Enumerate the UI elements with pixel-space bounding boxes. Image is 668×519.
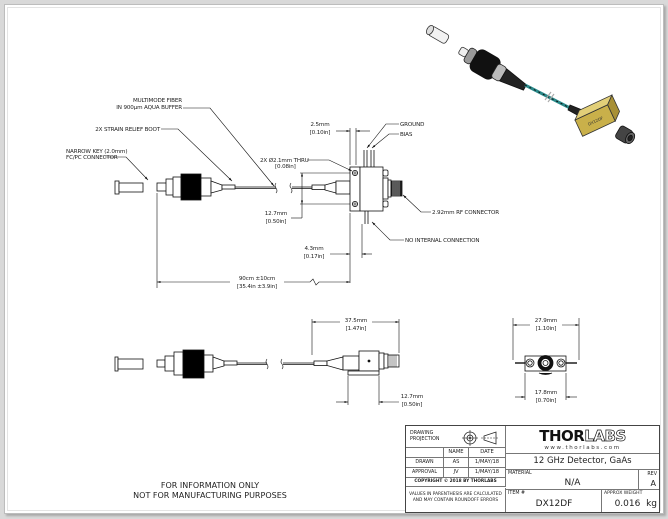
dim-width-in: [0.50in] <box>402 402 423 408</box>
approval-label: APPROVAL <box>406 468 444 478</box>
detector-body <box>311 150 403 224</box>
projection-symbol-icon <box>462 430 499 446</box>
dust-cap <box>114 180 144 195</box>
logo-outline: LABS <box>584 427 627 445</box>
values-note-1: VALUES IN PARENTHESIS ARE CALCULATED <box>409 492 502 497</box>
callout-labels: MULTIMODE FIBER IN 900µm AQUA BUFFER 2X … <box>66 98 499 244</box>
disclaimer-line-1: FOR INFORMATION ONLY <box>160 481 260 490</box>
thorlabs-logo: THORLABS <box>506 427 659 445</box>
dim-fiber-length-in: [35.4in ±3.9in] <box>237 284 277 290</box>
drawn-date: 1/MAY/18 <box>469 458 506 468</box>
dim-body-width-mm: 17.8mm <box>535 390 557 396</box>
dim-length-in: [1.47in] <box>346 326 367 332</box>
name-header: NAME <box>444 448 469 458</box>
no-internal-connection-label: NO INTERNAL CONNECTION <box>405 238 479 244</box>
thru-hole-label: 2X Ø2.1mm THRU <box>260 157 309 164</box>
ground-label: GROUND <box>400 122 424 128</box>
date-header: DATE <box>469 448 506 458</box>
values-note: VALUES IN PARENTHESIS ARE CALCULATED AND… <box>406 488 506 512</box>
rev-cell: REV A <box>639 470 659 490</box>
side-view <box>105 107 431 288</box>
logo-solid: THOR <box>539 427 585 445</box>
dim-length-mm: 37.5mm <box>345 318 367 324</box>
disclaimer-line-2: NOT FOR MANUFACTURING PURPOSES <box>133 490 287 500</box>
weight-label: APPROX WEIGHT <box>604 491 643 496</box>
front-view <box>512 318 580 400</box>
disclaimer: FOR INFORMATION ONLY NOT FOR MANUFACTURI… <box>100 481 320 500</box>
strain-relief-label: 2X STRAIN RELIEF BOOT <box>95 127 160 133</box>
weight-value: 0.016 kg <box>614 499 657 509</box>
approval-date: 1/MAY/18 <box>469 468 506 478</box>
thru-hole-inch: [0.08in] <box>275 164 296 170</box>
sheet-border <box>7 7 661 511</box>
item-label: ITEM # <box>508 491 526 496</box>
dim-height-in: [0.50in] <box>266 219 287 225</box>
dim-width-mm: 12.7mm <box>401 394 423 400</box>
rev-value: A <box>650 479 656 488</box>
projection-label: DRAWING PROJECTION <box>410 431 440 442</box>
material-label: MATERIAL <box>508 471 532 476</box>
drawing-title: 12 GHz Detector, GaAs <box>506 454 659 470</box>
material-value: N/A <box>564 478 581 488</box>
bias-label: BIAS <box>400 132 413 138</box>
dim-pin-spacing-in: [0.10in] <box>310 130 331 136</box>
material-cell: MATERIAL N/A <box>506 470 639 490</box>
dim-pin-offset-in: [0.17in] <box>304 254 325 260</box>
projection-label-2: PROJECTION <box>410 436 440 442</box>
dimension-labels: 2.5mm [0.10in] 12.7mm [0.50in] 4.3mm [0.… <box>237 122 557 408</box>
dim-mount-width-mm: 27.9mm <box>535 318 557 324</box>
weight-cell: APPROX WEIGHT 0.016 kg <box>602 490 659 512</box>
dimension-lines <box>156 128 372 288</box>
drawn-name: AS <box>444 458 469 468</box>
drawing-sheet <box>4 4 664 514</box>
svg-text:DX12DF: DX12DF <box>587 115 605 127</box>
logo-cell: THORLABS www.thorlabs.com <box>506 426 659 454</box>
item-cell: ITEM # DX12DF <box>506 490 602 512</box>
projection-label-1: DRAWING <box>410 431 434 436</box>
top-view <box>114 319 400 405</box>
multimode-fiber-label-1: MULTIMODE FIBER <box>133 98 182 104</box>
title-block: DRAWING PROJECTION NAME DATE DRAWN AS 1/… <box>405 425 660 513</box>
item-number: DX12DF <box>535 499 573 509</box>
rf-connector-label: 2.92mm RF CONNECTOR <box>432 210 499 216</box>
isometric-view: DX12DF <box>425 25 636 144</box>
approval-name: JV <box>444 468 469 478</box>
callout-leaders <box>105 107 431 241</box>
narrow-key-label-1: NARROW KEY (2.0mm) <box>66 149 127 155</box>
website: www.thorlabs.com <box>544 445 621 451</box>
multimode-fiber-label-2: IN 900µm AQUA BUFFER <box>116 105 182 111</box>
dim-mount-width-in: [1.10in] <box>536 326 557 332</box>
dim-pin-offset-mm: 4.3mm <box>304 246 323 252</box>
copyright: COPYRIGHT © 2018 BY THORLABS <box>406 478 506 487</box>
drawn-label: DRAWN <box>406 458 444 468</box>
header-blank <box>406 448 444 458</box>
narrow-key-label-2: FC/PC CONNECTOR <box>66 155 118 161</box>
dim-height-mm: 12.7mm <box>265 211 287 217</box>
fc-connector <box>156 173 312 201</box>
rev-label: REV <box>647 472 657 477</box>
values-note-2: AND MAY CONTAIN ROUNDOFF ERRORS <box>412 497 499 503</box>
dim-fiber-length-cm: 90cm ±10cm <box>239 276 275 282</box>
projection-cell: DRAWING PROJECTION <box>406 426 506 448</box>
dim-body-width-in: [0.70in] <box>536 398 557 404</box>
dim-pin-spacing-mm: 2.5mm <box>310 122 329 128</box>
